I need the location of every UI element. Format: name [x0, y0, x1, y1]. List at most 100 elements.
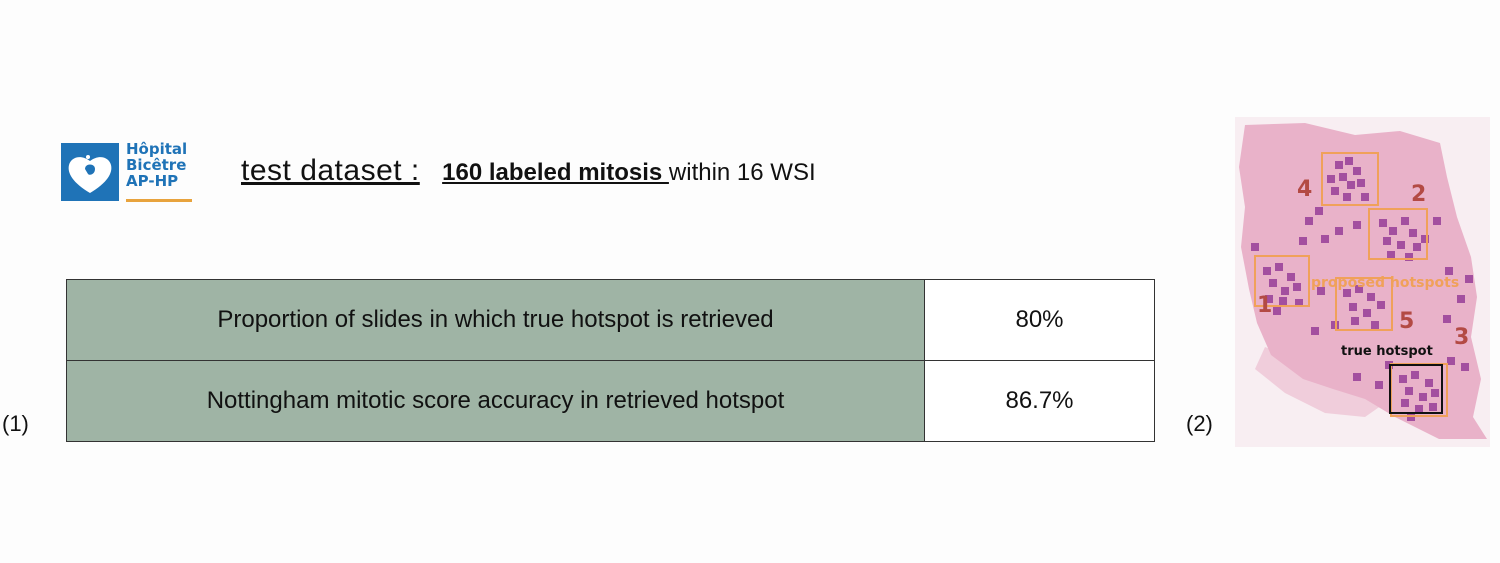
dataset-rest: within 16 WSI	[668, 159, 816, 186]
results-table: Proportion of slides in which true hotsp…	[66, 279, 1155, 442]
mitosis-marker	[1433, 217, 1441, 225]
mitosis-marker	[1281, 287, 1289, 295]
mitosis-marker	[1419, 393, 1427, 401]
mitosis-marker	[1295, 299, 1303, 307]
proposed-hotspot-box-1	[1254, 255, 1310, 307]
panel-marker-2: (2)	[1186, 411, 1213, 436]
mitosis-marker	[1447, 357, 1455, 365]
true-hotspot-label: true hotspot	[1341, 344, 1433, 359]
mitosis-marker	[1287, 273, 1295, 281]
mitosis-marker	[1415, 405, 1423, 413]
tissue-region	[1239, 123, 1487, 439]
heart-logo-icon	[68, 155, 112, 193]
mitosis-marker	[1349, 303, 1357, 311]
mitosis-marker	[1343, 193, 1351, 201]
mitosis-marker	[1311, 327, 1319, 335]
proposed-hotspot-box-4	[1321, 152, 1379, 206]
dataset-label: test dataset :	[241, 154, 420, 187]
mitosis-marker	[1293, 283, 1301, 291]
proposed-hotspot-box-2	[1368, 208, 1428, 260]
mitosis-marker	[1353, 167, 1361, 175]
mitosis-marker	[1431, 389, 1439, 397]
mitosis-marker	[1357, 179, 1365, 187]
mitosis-marker	[1335, 161, 1343, 169]
mitosis-markers	[1251, 157, 1473, 421]
metric-value: 80%	[924, 279, 1155, 361]
mitosis-marker	[1347, 181, 1355, 189]
mitosis-marker	[1371, 321, 1379, 329]
logo-text: Hôpital Bicêtre AP-HP	[126, 141, 187, 189]
dataset-count: 160 labeled mitosis	[442, 159, 669, 186]
mitosis-marker	[1315, 207, 1323, 215]
logo-line-1: Hôpital	[126, 140, 188, 158]
mitosis-marker	[1339, 173, 1347, 181]
logo-line-3: AP-HP	[126, 172, 179, 190]
mitosis-marker	[1397, 241, 1405, 249]
mitosis-marker	[1327, 175, 1335, 183]
dataset-header: test dataset : 160 labeled mitosis withi…	[241, 154, 816, 188]
mitosis-marker	[1411, 371, 1419, 379]
mitosis-marker	[1361, 193, 1369, 201]
hospital-logo	[61, 143, 119, 201]
mitosis-marker	[1321, 235, 1329, 243]
mitosis-marker	[1269, 279, 1277, 287]
mitosis-marker	[1331, 187, 1339, 195]
table-row: Nottingham mitotic score accuracy in ret…	[66, 360, 1155, 442]
mitosis-marker	[1389, 227, 1397, 235]
metric-label: Proportion of slides in which true hotsp…	[66, 279, 925, 361]
mitosis-marker	[1335, 227, 1343, 235]
mitosis-marker	[1421, 235, 1429, 243]
mitosis-marker	[1429, 403, 1437, 411]
mitosis-marker	[1443, 315, 1451, 323]
mitosis-marker	[1457, 295, 1465, 303]
mitosis-marker	[1425, 379, 1433, 387]
slide-svg: 4 2 1 5 3 proposed hotspots true hotspot	[1235, 117, 1490, 447]
logo-line-2: Bicêtre	[126, 156, 187, 174]
slide-figure: 4 2 1 5 3 proposed hotspots true hotspot	[1235, 117, 1490, 447]
mitosis-marker	[1353, 221, 1361, 229]
mitosis-marker	[1265, 295, 1273, 303]
mitosis-marker	[1263, 267, 1271, 275]
mitosis-marker	[1375, 381, 1383, 389]
proposed-hotspots-label: proposed hotspots	[1311, 275, 1459, 291]
mitosis-marker	[1353, 373, 1361, 381]
mitosis-marker	[1405, 387, 1413, 395]
mitosis-marker	[1377, 301, 1385, 309]
mitosis-marker	[1409, 229, 1417, 237]
true-hotspot-box	[1389, 364, 1443, 414]
hotspot-number-1: 1	[1257, 293, 1272, 318]
mitosis-marker	[1461, 363, 1469, 371]
metric-label: Nottingham mitotic score accuracy in ret…	[66, 360, 925, 442]
hotspot-number-5: 5	[1399, 309, 1414, 334]
mitosis-marker	[1401, 399, 1409, 407]
logo-underline	[126, 199, 192, 202]
mitosis-marker	[1401, 217, 1409, 225]
metric-value: 86.7%	[924, 360, 1155, 442]
mitosis-marker	[1343, 289, 1351, 297]
mitosis-marker	[1275, 263, 1283, 271]
mitosis-marker	[1317, 287, 1325, 295]
tissue-light-region	[1255, 347, 1385, 417]
mitosis-marker	[1351, 317, 1359, 325]
mitosis-marker	[1305, 217, 1313, 225]
table-row: Proportion of slides in which true hotsp…	[66, 279, 1155, 361]
panel-marker-1: (1)	[2, 411, 29, 436]
mitosis-marker	[1363, 309, 1371, 317]
mitosis-marker	[1355, 285, 1363, 293]
hotspot-number-4: 4	[1297, 177, 1312, 202]
mitosis-marker	[1413, 243, 1421, 251]
mitosis-marker	[1279, 297, 1287, 305]
mitosis-marker	[1251, 243, 1259, 251]
mitosis-marker	[1383, 237, 1391, 245]
mitosis-marker	[1299, 237, 1307, 245]
mitosis-marker	[1387, 251, 1395, 259]
hotspot-number-3: 3	[1454, 325, 1469, 350]
mitosis-marker	[1367, 293, 1375, 301]
mitosis-marker	[1345, 157, 1353, 165]
proposed-hotspot-box-5	[1335, 277, 1393, 331]
mitosis-marker	[1399, 375, 1407, 383]
hotspot-number-2: 2	[1411, 182, 1426, 207]
mitosis-marker	[1445, 267, 1453, 275]
mitosis-marker	[1405, 253, 1413, 261]
mitosis-marker	[1465, 275, 1473, 283]
